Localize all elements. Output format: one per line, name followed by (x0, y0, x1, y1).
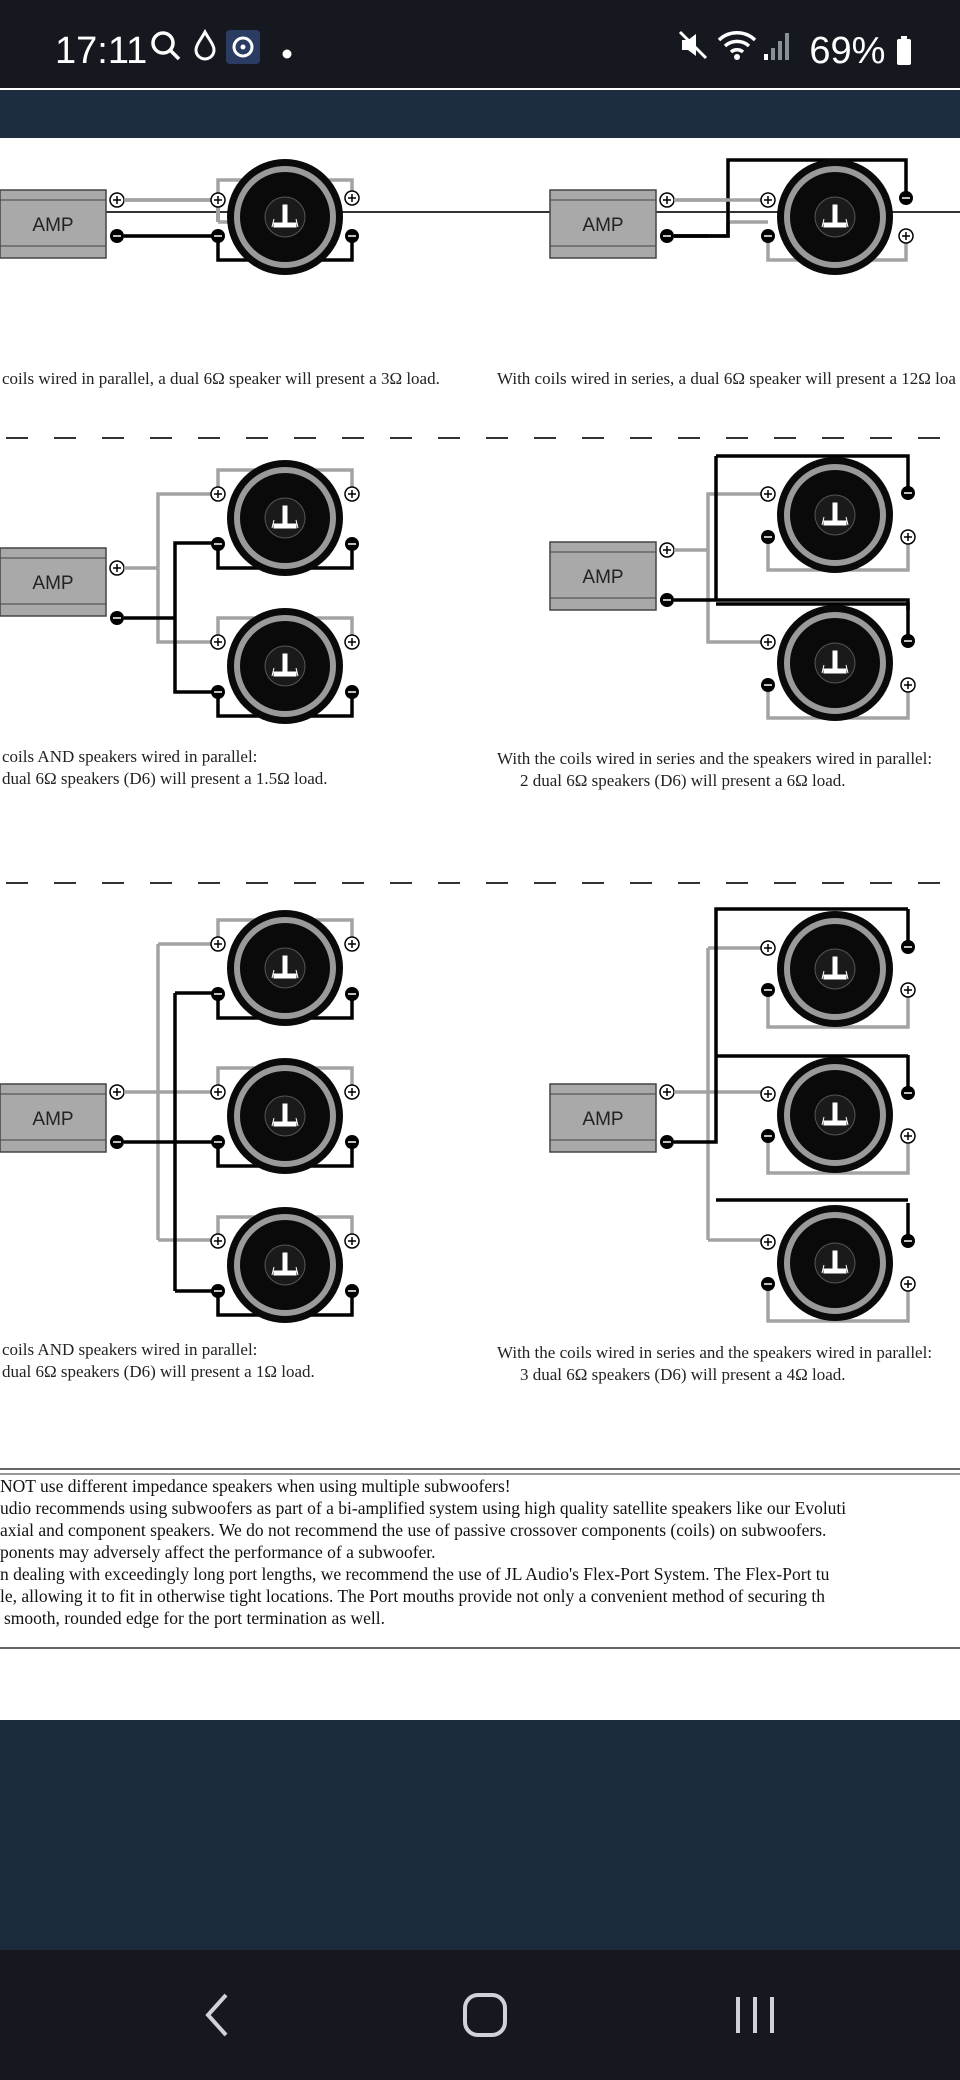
wire (124, 198, 218, 238)
wire (766, 1136, 910, 1175)
speaker-ring (234, 467, 336, 569)
caption-r1-right: With coils wired in series, a dual 6Ω sp… (497, 369, 956, 388)
wiring-diagram: AMP AMP AMP AMP AMP AMP (0, 158, 960, 1649)
jl-logo-icon (271, 653, 299, 677)
amp-box (549, 541, 657, 611)
navigation-bar (0, 1950, 960, 2080)
status-bar: 17:11 69% (0, 0, 960, 90)
search-icon (148, 28, 184, 69)
speaker-ring (784, 918, 886, 1020)
note-line: NOT use different impedance speakers whe… (0, 1476, 511, 1496)
dot-icon (282, 46, 292, 64)
caption-r3-right-1: With the coils wired in series and the s… (497, 1343, 933, 1362)
wire (674, 222, 730, 238)
recents-button[interactable] (715, 1980, 795, 2050)
jl-logo-icon (271, 955, 299, 979)
caption-r2-right-2: 2 dual 6Ω speakers (D6) will present a 6… (520, 771, 846, 790)
wire (674, 946, 768, 1242)
speaker-ring (784, 464, 886, 566)
amp-label: AMP (32, 215, 73, 236)
speaker-ring (784, 166, 886, 268)
status-time: 17:11 (55, 30, 148, 72)
speaker-ring (234, 166, 336, 268)
wire (674, 158, 908, 238)
jl-logo-icon (821, 502, 849, 526)
speaker-ring (784, 1064, 886, 1166)
home-icon (463, 1993, 507, 2037)
notes-section: NOT use different impedance speakers whe… (0, 1475, 960, 1629)
speaker-ring (234, 1065, 336, 1167)
caption-r1-left: coils wired in parallel, a dual 6Ω speak… (2, 369, 440, 388)
battery-level: 69% (809, 30, 912, 73)
caption-r3-left-2: dual 6Ω speakers (D6) will present a 1Ω … (2, 1362, 315, 1381)
wire (674, 907, 908, 1202)
note-line: n dealing with exceedingly long port len… (0, 1564, 830, 1584)
jl-logo-icon (821, 204, 849, 228)
drop-icon (190, 28, 220, 69)
wire (124, 942, 218, 1242)
caption-r3-left-1: coils AND speakers wired in parallel: (2, 1340, 258, 1359)
back-button[interactable] (178, 1980, 258, 2050)
wire (766, 990, 910, 1029)
document-page[interactable]: AMP AMP AMP AMP AMP AMP coils wired in parall… (0, 138, 960, 1720)
amp-label: AMP (582, 215, 623, 236)
recents-icon (736, 1997, 774, 2033)
note-line: ponents may adversely affect the perform… (0, 1542, 436, 1562)
amp-label: AMP (582, 1109, 623, 1130)
viewer-toolbar (0, 90, 960, 138)
jl-logo-icon (821, 956, 849, 980)
note-line: axial and component speakers. We do not … (0, 1520, 827, 1540)
jl-logo-icon (271, 1252, 299, 1276)
amp-box (0, 189, 107, 259)
caption-r3-right-2: 3 dual 6Ω speakers (D6) will present a 4… (520, 1365, 846, 1384)
wire (716, 602, 910, 641)
amp-label: AMP (582, 567, 623, 588)
amp-label: AMP (32, 1109, 73, 1130)
wire (674, 492, 768, 644)
note-line: smooth, rounded edge for the port termin… (4, 1608, 386, 1628)
app-notification-icon (226, 30, 260, 69)
amp-box (549, 189, 657, 259)
jl-logo-icon (271, 204, 299, 228)
viewer-background (0, 1720, 960, 1950)
jl-logo-icon (271, 1103, 299, 1127)
wifi-icon (716, 28, 758, 67)
speaker-ring (784, 1212, 886, 1314)
wire (766, 1284, 910, 1323)
speaker-ring (234, 615, 336, 717)
amp-box (0, 1083, 107, 1153)
speaker-ring (234, 1214, 336, 1316)
speaker-ring (234, 917, 336, 1019)
back-icon (205, 1993, 228, 2037)
mute-icon (676, 28, 710, 67)
caption-r2-left-1: coils AND speakers wired in parallel: (2, 747, 258, 766)
jl-logo-icon (821, 1102, 849, 1126)
battery-icon (897, 36, 911, 65)
signal-icon (762, 28, 792, 67)
amp-label: AMP (32, 573, 73, 594)
wire (124, 492, 218, 644)
wire (716, 454, 910, 493)
home-button[interactable] (445, 1980, 525, 2050)
speaker-ring (784, 612, 886, 714)
amp-box (0, 547, 107, 617)
wire (124, 541, 218, 694)
jl-logo-icon (821, 650, 849, 674)
caption-r2-right-1: With the coils wired in series and the s… (497, 749, 933, 768)
amp-box (549, 1083, 657, 1153)
note-line: le, allowing it to fit in otherwise tigh… (0, 1586, 825, 1606)
jl-logo-icon (821, 1250, 849, 1274)
caption-r2-left-2: dual 6Ω speakers (D6) will present a 1.5… (2, 769, 328, 788)
jl-logo-icon (271, 505, 299, 529)
note-line: udio recommends using subwoofers as part… (0, 1498, 847, 1518)
wire (124, 991, 218, 1293)
